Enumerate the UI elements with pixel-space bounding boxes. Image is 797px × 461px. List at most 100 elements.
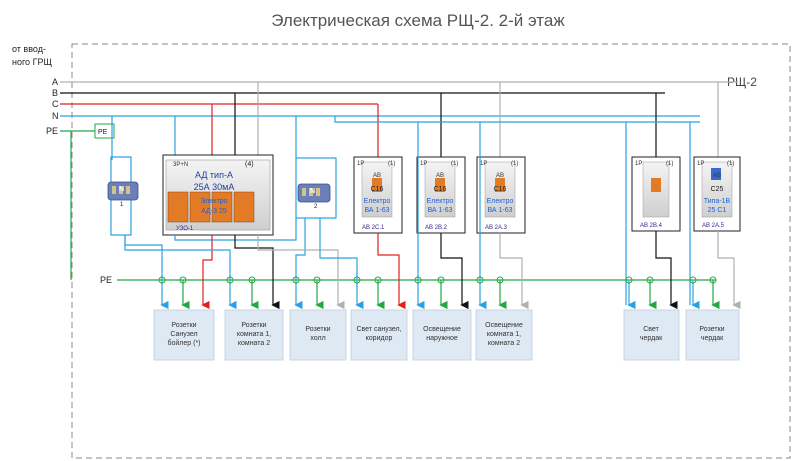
pe-junctions — [158, 276, 717, 284]
breaker-5-maker: Типа-1В — [704, 198, 731, 205]
breaker-2-count: (1) — [451, 161, 458, 167]
pe-box — [94, 123, 115, 139]
w-l5-b — [440, 233, 469, 310]
breaker-3-tag: АВ 2А.3 — [485, 225, 508, 231]
breaker-2-tag: АВ 2В.2 — [425, 225, 448, 231]
load-6-line3: комната 2 — [488, 340, 520, 347]
bus-label-a: A — [52, 77, 58, 87]
rcd-line3: Электро — [201, 198, 228, 205]
load-6-line2: комната 1, — [487, 331, 521, 338]
breaker-2-type: АВ — [436, 173, 444, 179]
breaker-2-rating: C16 — [434, 186, 447, 193]
load-2-line3: комната 2 — [238, 340, 270, 347]
breaker-3-maker: Електро — [487, 198, 514, 205]
source-label-line2: ного ГРЩ — [12, 57, 52, 67]
pe-bus-label: PE — [100, 275, 112, 285]
w-l4-c — [377, 233, 406, 310]
breaker-3-type: АВ — [496, 173, 504, 179]
n-bar-1-label: N — [119, 186, 124, 193]
load-1-line1: Розетки — [171, 322, 196, 329]
breaker-4-count: (1) — [666, 161, 673, 167]
breaker-1-count: (1) — [388, 161, 395, 167]
load-3-line1: Розетки — [305, 326, 330, 333]
breaker-3-rating: C16 — [494, 186, 507, 193]
bus-label-c: C — [52, 99, 59, 109]
breaker-5: 1P (1) АВ C25 Типа-1В 25 С1 АВ 2А.5 — [693, 156, 741, 232]
breaker-1-maker: Електро — [364, 198, 391, 205]
rcd-tag: УЗО-1 — [176, 226, 194, 232]
breaker-3: 1P (1) АВ C16 Електро ВА 1-63 АВ 2А.3 — [476, 156, 526, 234]
rcd-line4: АД-3 25 — [201, 208, 227, 215]
w-l4-n — [319, 218, 364, 310]
rcd-poles: 3P+N — [173, 162, 188, 168]
load-7: Свет чердак — [623, 309, 680, 361]
source-label-line1: от ввод- — [12, 44, 46, 54]
n-bar-2-number: 2 — [314, 204, 318, 210]
breaker-1: 1P (1) АВ C16 Електро ВА 1-63 АВ 2С.1 — [353, 156, 403, 234]
w-l8-a — [717, 231, 741, 310]
breaker-4-poles: 1P — [635, 161, 642, 167]
breaker-2: 1P (1) АВ C16 Електро ВА 1-63 АВ 2В.2 — [416, 156, 466, 234]
rcd-line1: АД тип-А — [195, 170, 233, 180]
load-8: Розетки чердак — [685, 309, 740, 361]
n-bar-2-label: N — [310, 188, 315, 195]
n-right-1 — [334, 116, 700, 123]
breaker-5-tag: АВ 2А.5 — [702, 223, 725, 229]
breaker-5-model: 25 С1 — [708, 207, 727, 214]
breaker-1-poles: 1P — [357, 161, 364, 167]
load-1-line3: бойлер (*) — [167, 339, 200, 347]
breaker-1-model: ВА 1-63 — [364, 207, 389, 214]
load-3: Розетки холл — [289, 309, 347, 361]
load-3-line2: холл — [310, 335, 325, 342]
breaker-3-count: (1) — [511, 161, 518, 167]
breaker-5-count: (1) — [727, 161, 734, 167]
breaker-5-rating: C25 — [711, 186, 724, 193]
rcd-device: 3P+N (4) АД тип-А 25А 30мА Электро АД-3 … — [162, 154, 274, 236]
load-2-line2: комната 1, — [237, 331, 271, 338]
breaker-1-tag: АВ 2С.1 — [362, 225, 385, 231]
load-6-line1: Освещение — [485, 322, 523, 329]
breaker-1-rating: C16 — [371, 186, 384, 193]
breaker-3-poles: 1P — [480, 161, 487, 167]
rcd-count: (4) — [245, 161, 254, 168]
pe-input-label: PE — [46, 126, 58, 136]
w-l1-c — [201, 235, 213, 310]
bus-label-n: N — [52, 111, 59, 121]
load-6: Освещение комната 1, комната 2 — [475, 309, 533, 361]
w-l7-b — [655, 231, 678, 310]
n-bar-1: N 1 — [107, 156, 139, 236]
load-4-line2: коридор — [366, 335, 393, 342]
load-4: Свет санузел, коридор — [350, 309, 408, 361]
panel-frame — [71, 43, 791, 459]
breaker-1-type: АВ — [373, 173, 381, 179]
pe-box-label: PE — [98, 129, 108, 136]
w-l3-a — [257, 235, 345, 310]
breaker-4: 1P (1) АВ 2В.4 — [631, 156, 681, 232]
load-2-line1: Розетки — [241, 322, 266, 329]
breaker-2-model: ВА 1-63 — [427, 207, 452, 214]
breaker-5-type: АВ — [713, 173, 721, 179]
w-l1-n — [124, 235, 169, 310]
breaker-2-poles: 1P — [420, 161, 427, 167]
load-4-line1: Свет санузел, — [356, 326, 401, 333]
load-5-line1: Освещение — [423, 326, 461, 333]
panel-name: РЩ-2 — [727, 75, 757, 89]
load-1-line2: Санузел — [170, 331, 197, 338]
n-bar-2: N 2 — [295, 157, 337, 219]
breaker-3-model: ВА 1-63 — [487, 207, 512, 214]
w-l3-n — [294, 218, 306, 310]
load-7-line1: Свет — [643, 326, 659, 333]
load-1: Розетки Санузел бойлер (*) — [153, 309, 215, 361]
load-8-line2: чердак — [701, 335, 724, 342]
load-2: Розетки комната 1, комната 2 — [224, 309, 284, 361]
load-5: Освещение наружное — [412, 309, 472, 361]
w-l6-a — [499, 233, 529, 310]
load-7-line2: чердак — [640, 335, 663, 342]
breaker-5-poles: 1P — [697, 161, 704, 167]
load-8-line1: Розетки — [699, 326, 724, 333]
diagram-title: Электрическая схема РЩ-2. 2-й этаж — [271, 11, 565, 30]
breaker-4-tag: АВ 2В.4 — [640, 223, 663, 229]
rcd-line2: 25А 30мА — [194, 182, 235, 192]
bus-label-b: B — [52, 88, 58, 98]
